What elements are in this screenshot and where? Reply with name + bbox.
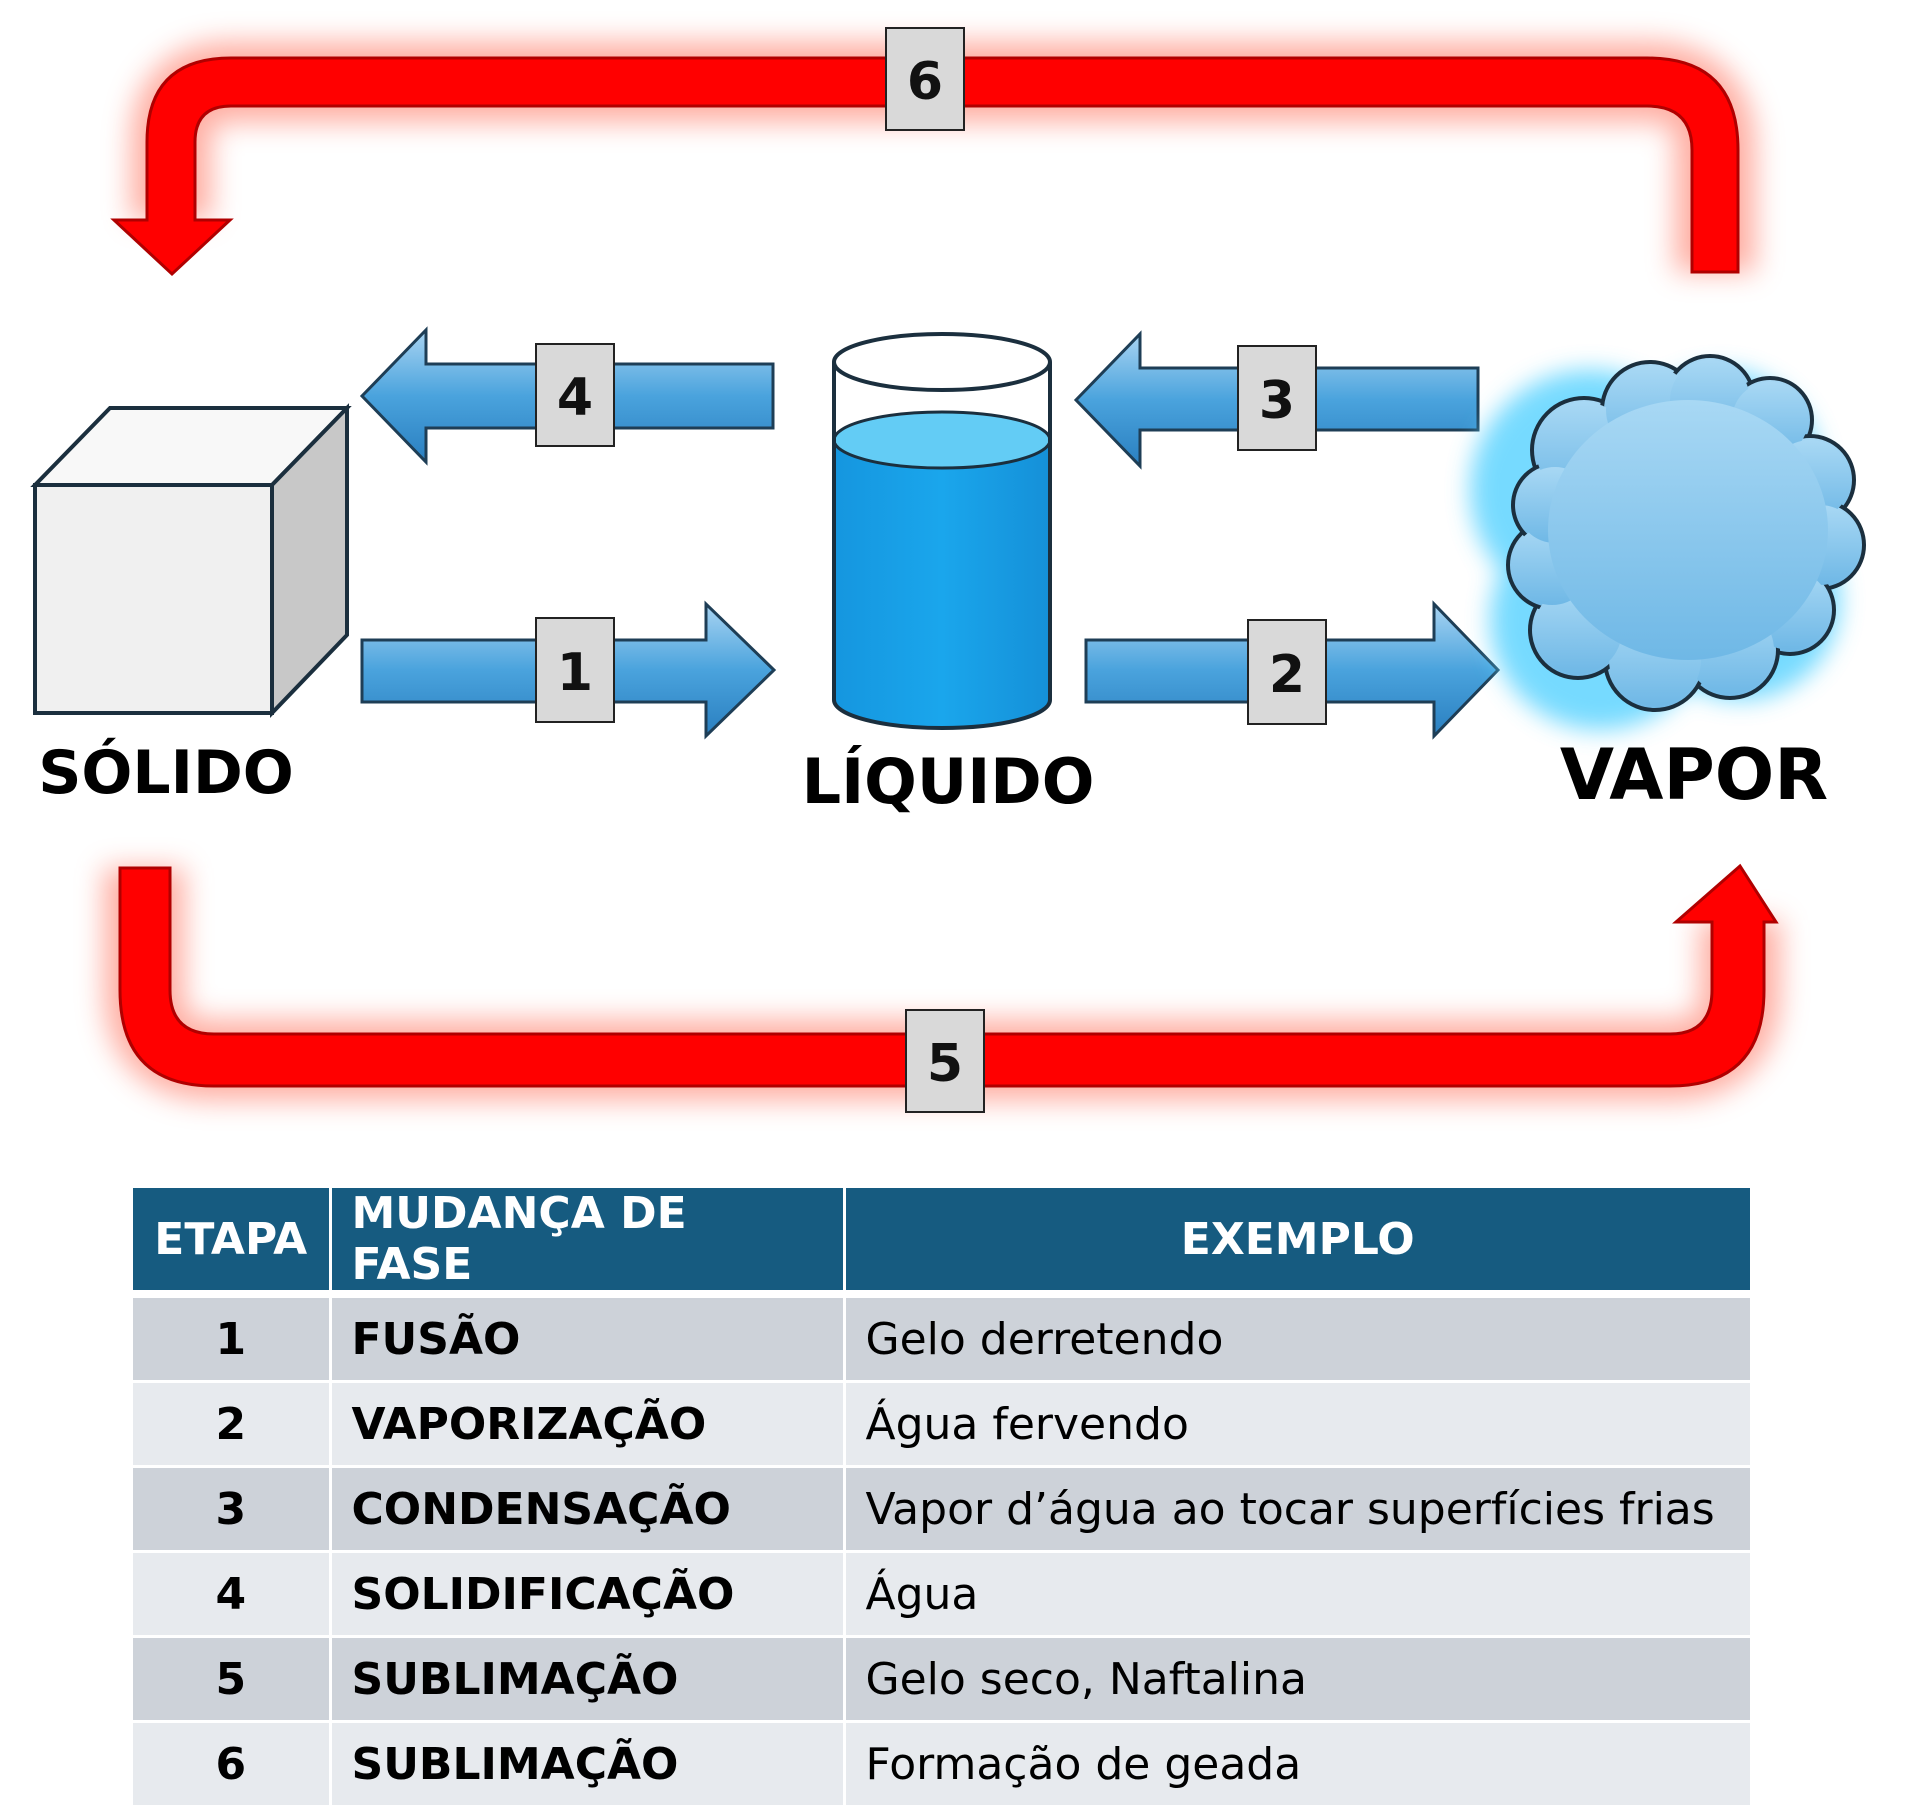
cell-change: SOLIDIFICAÇÃO bbox=[330, 1551, 846, 1638]
cell-change: CONDENSAÇÃO bbox=[330, 1466, 846, 1553]
step-badge-4: 4 bbox=[535, 343, 615, 447]
cell-example: Água fervendo bbox=[844, 1381, 1750, 1468]
step-number: 3 bbox=[1259, 371, 1295, 431]
table-header-row: ETAPA MUDANÇA DE FASE EXEMPLO bbox=[133, 1188, 1750, 1298]
step-badge-6: 6 bbox=[885, 27, 965, 131]
step-badge-1: 1 bbox=[535, 617, 615, 723]
cell-example: Vapor d’água ao tocar superfícies frias bbox=[844, 1466, 1750, 1553]
cell-example: Gelo seco, Naftalina bbox=[844, 1636, 1750, 1723]
header-example: EXEMPLO bbox=[844, 1188, 1750, 1298]
solid-cube-icon bbox=[30, 403, 352, 718]
header-change: MUDANÇA DE FASE bbox=[330, 1188, 846, 1298]
step-number: 1 bbox=[557, 643, 593, 703]
table-row: 1 FUSÃO Gelo derretendo bbox=[133, 1294, 1750, 1383]
cell-step: 5 bbox=[133, 1636, 332, 1723]
step-badge-5: 5 bbox=[905, 1009, 985, 1113]
step-number: 2 bbox=[1269, 645, 1305, 705]
cell-example: Água bbox=[844, 1551, 1750, 1638]
cell-change: SUBLIMAÇÃO bbox=[330, 1721, 846, 1808]
header-step: ETAPA bbox=[133, 1188, 332, 1298]
cell-example: Gelo derretendo bbox=[844, 1294, 1750, 1383]
table-row: 4 SOLIDIFICAÇÃO Água bbox=[133, 1551, 1750, 1638]
step-number: 6 bbox=[907, 52, 943, 112]
table-row: 5 SUBLIMAÇÃO Gelo seco, Naftalina bbox=[133, 1636, 1750, 1723]
label-liquid: LÍQUIDO bbox=[802, 745, 1095, 818]
label-solid: SÓLIDO bbox=[38, 737, 294, 808]
cell-step: 1 bbox=[133, 1294, 332, 1383]
table-row: 3 CONDENSAÇÃO Vapor d’água ao tocar supe… bbox=[133, 1466, 1750, 1553]
step-number: 5 bbox=[927, 1034, 963, 1094]
cell-change: SUBLIMAÇÃO bbox=[330, 1636, 846, 1723]
label-vapor: VAPOR bbox=[1560, 734, 1828, 816]
phase-change-table: ETAPA MUDANÇA DE FASE EXEMPLO 1 FUSÃO Ge… bbox=[133, 1188, 1750, 1808]
phase-change-diagram: 6 4 3 1 2 5 SÓLIDO LÍQUIDO VAPOR bbox=[30, 27, 1866, 1113]
cell-step: 6 bbox=[133, 1721, 332, 1808]
table-row: 2 VAPORIZAÇÃO Água fervendo bbox=[133, 1381, 1750, 1468]
vapor-cloud-icon bbox=[1470, 354, 1866, 730]
liquid-beaker-icon bbox=[832, 332, 1052, 730]
cell-change: VAPORIZAÇÃO bbox=[330, 1381, 846, 1468]
step-badge-2: 2 bbox=[1247, 619, 1327, 725]
cell-example: Formação de geada bbox=[844, 1721, 1750, 1808]
cell-step: 4 bbox=[133, 1551, 332, 1638]
step-badge-3: 3 bbox=[1237, 345, 1317, 451]
cell-step: 3 bbox=[133, 1466, 332, 1553]
cell-step: 2 bbox=[133, 1381, 332, 1468]
step-number: 4 bbox=[557, 368, 593, 428]
table-row: 6 SUBLIMAÇÃO Formação de geada bbox=[133, 1721, 1750, 1808]
cell-change: FUSÃO bbox=[330, 1294, 846, 1383]
